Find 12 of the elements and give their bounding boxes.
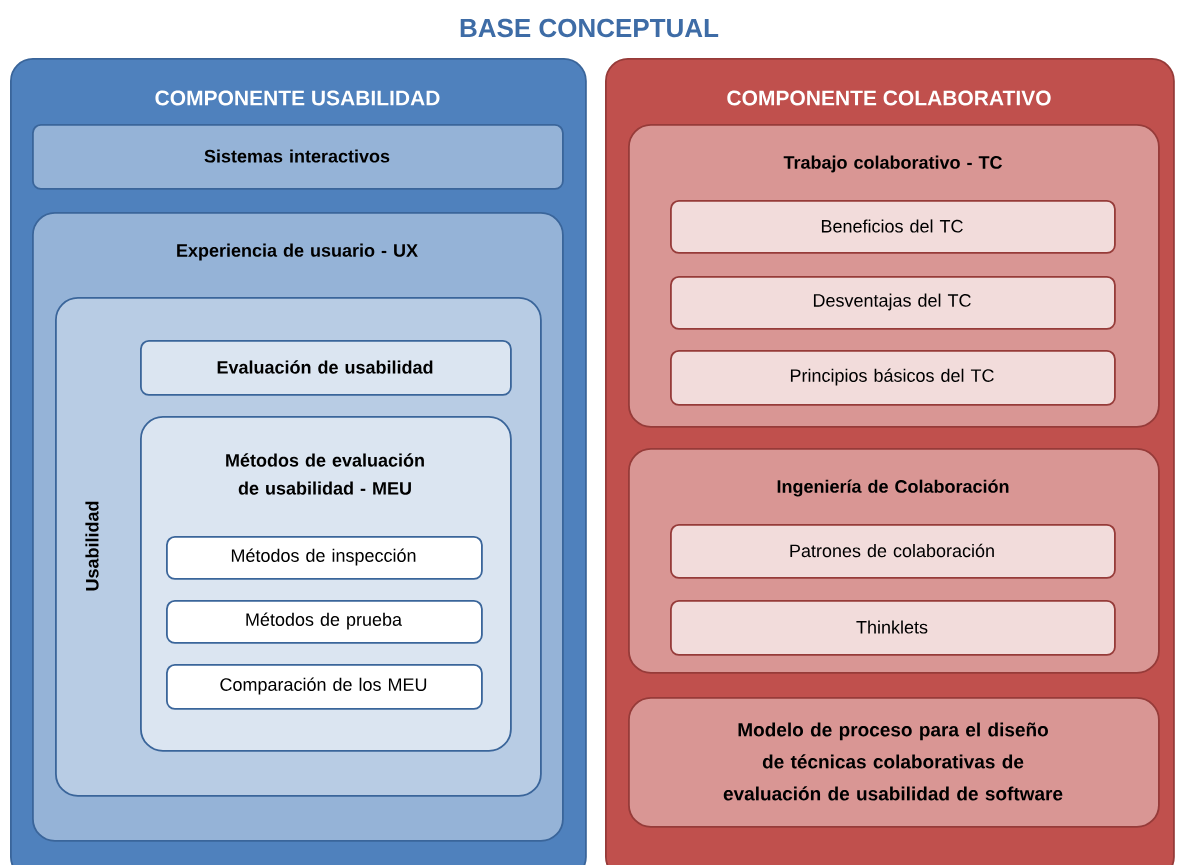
title: BASE CONCEPTUAL bbox=[460, 18, 719, 38]
item-box: Desventajas del TC bbox=[670, 276, 1116, 330]
topic-box: Sistemas interactivos bbox=[32, 124, 564, 190]
item-box: Principios básicos del TC bbox=[670, 350, 1116, 406]
topic-box: Modelo de proceso para el diseño de técnicas colaborativas de evaluación de usabilidad de software bbox=[628, 697, 1160, 828]
item-box: Métodos de inspección bbox=[166, 536, 483, 580]
item-box: Thinklets bbox=[670, 600, 1116, 656]
item-box: Métodos de prueba bbox=[166, 600, 483, 644]
item-box: Comparación de los MEU bbox=[166, 664, 483, 710]
item-box: Patrones de colaboración bbox=[670, 524, 1116, 579]
topic-box: Evaluación de usabilidad bbox=[140, 340, 512, 396]
item-box: Beneficios del TC bbox=[670, 200, 1116, 254]
